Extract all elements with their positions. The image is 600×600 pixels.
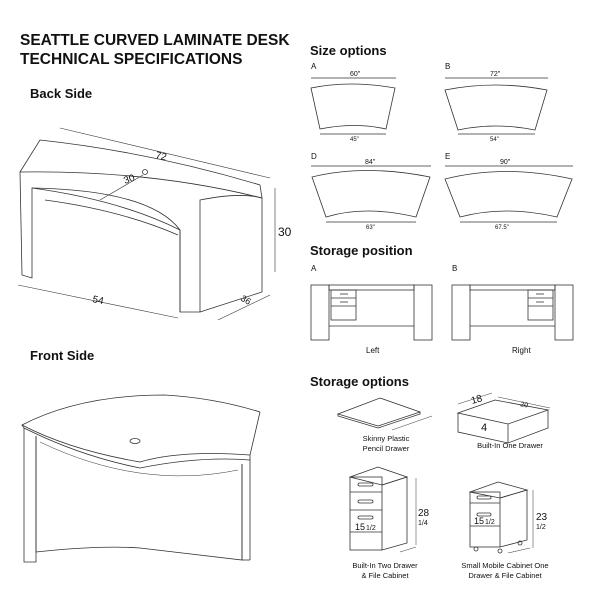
size-option-d: 84" 63": [311, 159, 431, 231]
size-option-a: 60" 45": [310, 71, 396, 143]
svg-text:30: 30: [278, 225, 292, 239]
position-a-label: A: [311, 264, 317, 273]
storage-position-left-drawing: [310, 284, 433, 341]
skinny-drawer-drawing: [336, 397, 433, 431]
front-side-heading: Front Side: [30, 348, 95, 363]
svg-text:15: 15: [474, 516, 484, 526]
position-left-caption: Left: [366, 346, 380, 355]
svg-text:54": 54": [490, 137, 499, 143]
storage-position-right-drawing: [451, 284, 574, 341]
svg-text:63": 63": [366, 225, 375, 231]
back-side-heading: Back Side: [30, 86, 93, 101]
size-option-e: 90" 67.5": [444, 159, 573, 231]
size-b-label: B: [445, 62, 451, 71]
svg-text:67.5": 67.5": [495, 225, 509, 231]
size-options-drawings: 60" 45" 72" 54" 84" 63" 90" 67.5": [310, 71, 573, 231]
back-side-desk-drawing: 72 30 30 54 36: [17, 127, 292, 321]
mobile-height-fraction: 1/2: [536, 524, 546, 531]
two-drawer-file-fraction: 1/2: [366, 525, 376, 532]
size-a-label: A: [311, 62, 317, 71]
svg-text:15: 15: [355, 522, 365, 532]
two-drawer-cabinet-drawing: 28 1/4 15 1/2: [348, 466, 430, 553]
size-option-b: 72" 54": [444, 71, 548, 143]
svg-text:23: 23: [536, 512, 548, 523]
svg-text:72: 72: [154, 150, 168, 163]
two-drawer-caption: Built-In Two Drawer& File Cabinet: [352, 561, 418, 580]
size-e-label: E: [445, 152, 451, 161]
size-d-label: D: [311, 152, 317, 161]
svg-text:72": 72": [490, 71, 501, 78]
one-drawer-caption: Built-In One Drawer: [477, 441, 543, 450]
svg-text:30: 30: [122, 173, 137, 187]
two-drawer-height-fraction: 1/4: [418, 520, 428, 527]
svg-text:28: 28: [418, 508, 430, 519]
mobile-cabinet-drawing: 23 1/2 15 1/2: [468, 481, 548, 554]
storage-position-heading: Storage position: [310, 243, 413, 258]
one-drawer-drawing: 18 20 4: [456, 392, 551, 444]
storage-options-heading: Storage options: [310, 374, 409, 389]
front-side-desk-drawing: [21, 394, 261, 563]
svg-text:84": 84": [365, 159, 376, 166]
position-right-caption: Right: [512, 346, 531, 355]
mobile-file-fraction: 1/2: [485, 519, 495, 526]
svg-text:18: 18: [470, 393, 484, 407]
svg-text:20: 20: [520, 401, 529, 409]
svg-text:54: 54: [91, 294, 105, 307]
svg-text:60": 60": [350, 71, 361, 78]
svg-text:36: 36: [239, 293, 253, 307]
page-title: SEATTLE CURVED LAMINATE DESK TECHNICAL S…: [20, 32, 290, 68]
svg-text:90": 90": [500, 159, 511, 166]
svg-text:45": 45": [350, 137, 359, 143]
size-options-heading: Size options: [310, 43, 387, 58]
position-b-label: B: [452, 264, 458, 273]
svg-text:4: 4: [481, 422, 487, 434]
